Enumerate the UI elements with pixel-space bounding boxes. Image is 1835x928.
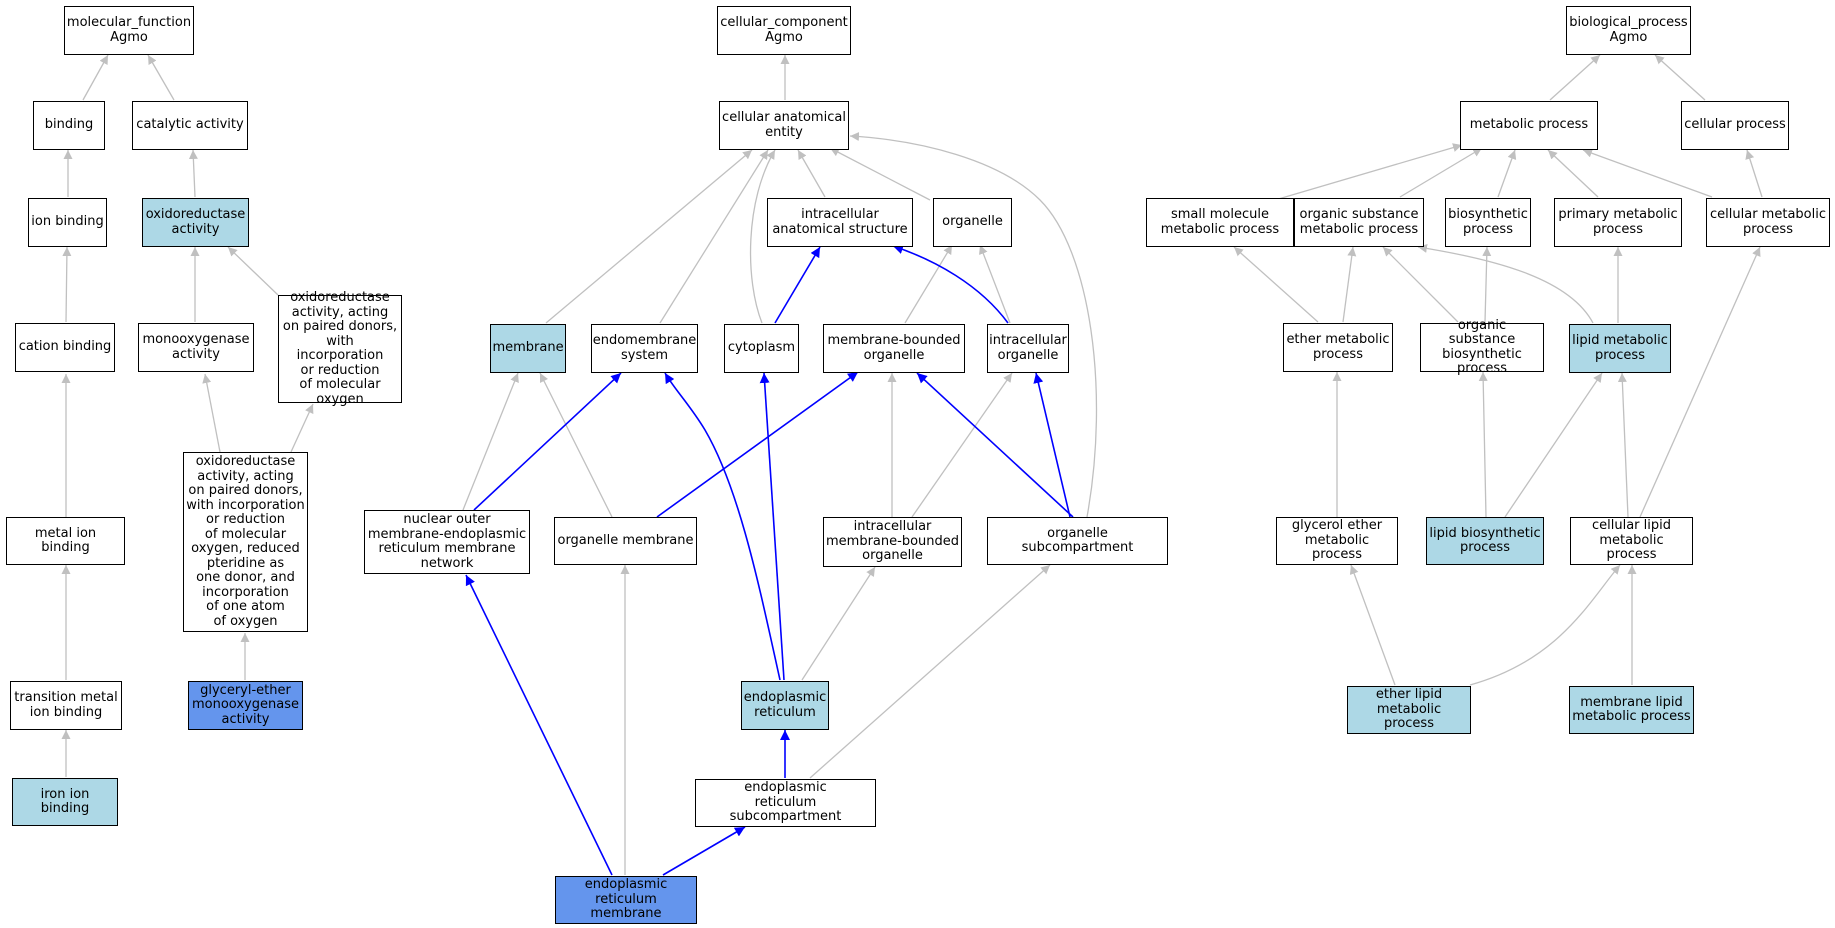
edge-membrane-to-cae bbox=[545, 149, 753, 324]
edge-mbo-to-organelle bbox=[904, 244, 953, 324]
edge-imbo-to-io bbox=[911, 372, 1013, 518]
endoplasmic-reticulum-subcompartment-node[interactable]: endoplasmic reticulum subcompartment bbox=[695, 779, 876, 827]
transition-metal-ion-binding-node[interactable]: transition metal ion binding bbox=[10, 681, 122, 730]
binding-node[interactable]: binding bbox=[33, 101, 105, 150]
edge-cytoplasm-to-cae bbox=[749, 149, 776, 324]
intracellular-membrane-bounded-organelle-node[interactable]: intracellular membrane-bounded organelle bbox=[823, 517, 962, 567]
glyceryl-ether-monooxygenase-node[interactable]: glyceryl-ether monooxygenase activity bbox=[188, 681, 303, 730]
edge-osub-to-mbo-blue bbox=[916, 372, 1074, 518]
edge-osub-to-io-blue bbox=[1033, 372, 1071, 518]
edge-io-to-organelle bbox=[979, 244, 1011, 324]
ion-binding-node[interactable]: ion binding bbox=[28, 198, 107, 247]
edge-er-to-endomembrane-blue bbox=[664, 372, 781, 681]
edge-metabolic-to-bp bbox=[1549, 54, 1601, 101]
edge-lipidbiosyn-to-organicbiosyn bbox=[1478, 371, 1488, 518]
glycerol-ether-metabolic-process-node[interactable]: glycerol ether metabolic process bbox=[1276, 517, 1398, 565]
edge-osub-to-cae bbox=[849, 132, 1098, 518]
edge-etherlipid-to-cellularlipid bbox=[1469, 564, 1621, 686]
edge-io-to-ias-blue bbox=[892, 244, 1009, 324]
small-molecule-metabolic-process-node[interactable]: small molecule metabolic process bbox=[1146, 198, 1294, 247]
edge-organicbiosyn-to-biosynthetic bbox=[1482, 246, 1492, 323]
edge-cytoplasm-to-ias-blue bbox=[774, 246, 821, 324]
edge-ermembrane-to-ersub-blue bbox=[662, 826, 746, 876]
cellular-lipid-metabolic-process-node[interactable]: cellular lipid metabolic process bbox=[1570, 517, 1693, 565]
lipid-biosynthetic-process-node[interactable]: lipid biosynthetic process bbox=[1426, 517, 1544, 565]
organic-substance-biosynthetic-process-node[interactable]: organic substance biosynthetic process bbox=[1420, 318, 1544, 376]
cellular-component-node[interactable]: cellular_component Agmo bbox=[717, 6, 851, 55]
cellular-metabolic-process-node[interactable]: cellular metabolic process bbox=[1706, 198, 1830, 247]
edge-oxpteridine-to-monooxygenase bbox=[202, 373, 221, 453]
lipid-metabolic-process-node[interactable]: lipid metabolic process bbox=[1569, 324, 1671, 373]
edge-endomembrane-to-cae bbox=[659, 149, 769, 324]
edge-organelle-to-cae bbox=[829, 147, 931, 201]
edge-lipidmetabolic-to-organicsub bbox=[1417, 243, 1594, 324]
endomembrane-system-node[interactable]: endomembrane system bbox=[591, 324, 698, 373]
edge-cellularmetabolic-to-metabolic bbox=[1582, 148, 1713, 198]
membrane-lipid-metabolic-process-node[interactable]: membrane lipid metabolic process bbox=[1569, 686, 1694, 734]
catalytic-activity-node[interactable]: catalytic activity bbox=[132, 101, 248, 150]
edge-organellemembrane-to-mbo-blue bbox=[656, 371, 859, 518]
edge-cellularprocess-to-bp bbox=[1654, 54, 1706, 101]
edge-ermembrane-to-nuclearouter-blue bbox=[465, 574, 613, 876]
nuclear-outer-membrane-node[interactable]: nuclear outer membrane-endoplasmic retic… bbox=[364, 510, 530, 574]
monooxygenase-activity-node[interactable]: monooxygenase activity bbox=[138, 323, 254, 372]
edge-etherlipid-to-glycerolether bbox=[1349, 564, 1396, 686]
edge-organellemembrane-to-membrane bbox=[539, 372, 613, 518]
edge-ethermetabolic-to-organicsub bbox=[1342, 246, 1357, 323]
edge-er-to-cytoplasm-blue bbox=[759, 372, 785, 681]
edge-cellularlipid-to-lipidmetabolic bbox=[1617, 372, 1629, 518]
gray-edges bbox=[61, 54, 1763, 875]
intracellular-anatomical-structure-node[interactable]: intracellular anatomical structure bbox=[767, 198, 913, 247]
edge-nuclearouter-to-membrane bbox=[462, 372, 519, 511]
edge-primary-to-metabolic bbox=[1547, 149, 1599, 198]
oxidoreductase-paired-donors-node[interactable]: oxidoreductase activity, acting on paire… bbox=[278, 290, 402, 406]
membrane-bounded-organelle-node[interactable]: membrane-bounded organelle bbox=[823, 324, 965, 373]
edge-cellularlipid-to-cellularmetabolic bbox=[1639, 246, 1761, 518]
organelle-node[interactable]: organelle bbox=[933, 198, 1012, 247]
edge-smallmol-to-metabolic bbox=[1274, 143, 1463, 201]
edge-ias-to-cae bbox=[797, 149, 826, 198]
edge-organicbiosyn-to-organicsub bbox=[1382, 246, 1459, 323]
primary-metabolic-process-node[interactable]: primary metabolic process bbox=[1554, 198, 1682, 247]
organelle-membrane-node[interactable]: organelle membrane bbox=[554, 517, 697, 565]
biological-process-node[interactable]: biological_process Agmo bbox=[1566, 6, 1691, 55]
organelle-subcompartment-node[interactable]: organelle subcompartment bbox=[987, 517, 1168, 565]
cellular-process-node[interactable]: cellular process bbox=[1681, 101, 1789, 150]
edge-binding-to-mf bbox=[82, 54, 109, 101]
edge-lipidbiosyn-to-lipidmetabolic bbox=[1504, 372, 1603, 518]
edge-ersub-to-osub bbox=[809, 564, 1051, 779]
edge-catalytic-to-mf bbox=[147, 54, 175, 101]
iron-ion-binding-node[interactable]: iron ion binding bbox=[12, 778, 118, 826]
oxidoreductase-activity-node[interactable]: oxidoreductase activity bbox=[142, 198, 249, 247]
ether-lipid-metabolic-process-node[interactable]: ether lipid metabolic process bbox=[1347, 686, 1471, 734]
edge-er-to-imbo bbox=[801, 566, 876, 681]
molecular-function-node[interactable]: molecular_function Agmo bbox=[64, 6, 194, 55]
blue-edges bbox=[465, 244, 1074, 876]
edge-ethermetabolic-to-smallmol bbox=[1233, 246, 1319, 323]
edge-nuclearouter-to-endomembrane-blue bbox=[473, 372, 622, 511]
edge-oxidoreductase-to-catalytic bbox=[188, 149, 198, 198]
oxidoreductase-pteridine-node[interactable]: oxidoreductase activity, acting on paire… bbox=[183, 452, 308, 632]
endoplasmic-reticulum-membrane-node[interactable]: endoplasmic reticulum membrane bbox=[555, 876, 697, 924]
cation-binding-node[interactable]: cation binding bbox=[15, 323, 115, 372]
metabolic-process-node[interactable]: metabolic process bbox=[1460, 101, 1598, 150]
edge-oxpaired-to-oxidoreductase bbox=[227, 246, 279, 296]
metal-ion-binding-node[interactable]: metal ion binding bbox=[6, 517, 125, 565]
intracellular-organelle-node[interactable]: intracellular organelle bbox=[987, 324, 1069, 373]
edge-organicsub-to-metabolic bbox=[1399, 147, 1483, 198]
cytoplasm-node[interactable]: cytoplasm bbox=[724, 324, 799, 373]
cellular-anatomical-entity-node[interactable]: cellular anatomical entity bbox=[719, 101, 849, 150]
edge-biosynthetic-to-metabolic bbox=[1497, 149, 1517, 198]
ether-metabolic-process-node[interactable]: ether metabolic process bbox=[1283, 323, 1393, 372]
biosynthetic-process-node[interactable]: biosynthetic process bbox=[1445, 198, 1531, 247]
organic-substance-metabolic-process-node[interactable]: organic substance metabolic process bbox=[1294, 198, 1424, 247]
membrane-node[interactable]: membrane bbox=[490, 324, 566, 373]
edge-cation-to-ionbinding bbox=[62, 246, 72, 323]
edge-oxpteridine-to-oxpaired bbox=[290, 403, 314, 453]
edge-cellularmetabolic-to-cellularprocess bbox=[1745, 149, 1763, 198]
endoplasmic-reticulum-node[interactable]: endoplasmic reticulum bbox=[741, 681, 829, 730]
